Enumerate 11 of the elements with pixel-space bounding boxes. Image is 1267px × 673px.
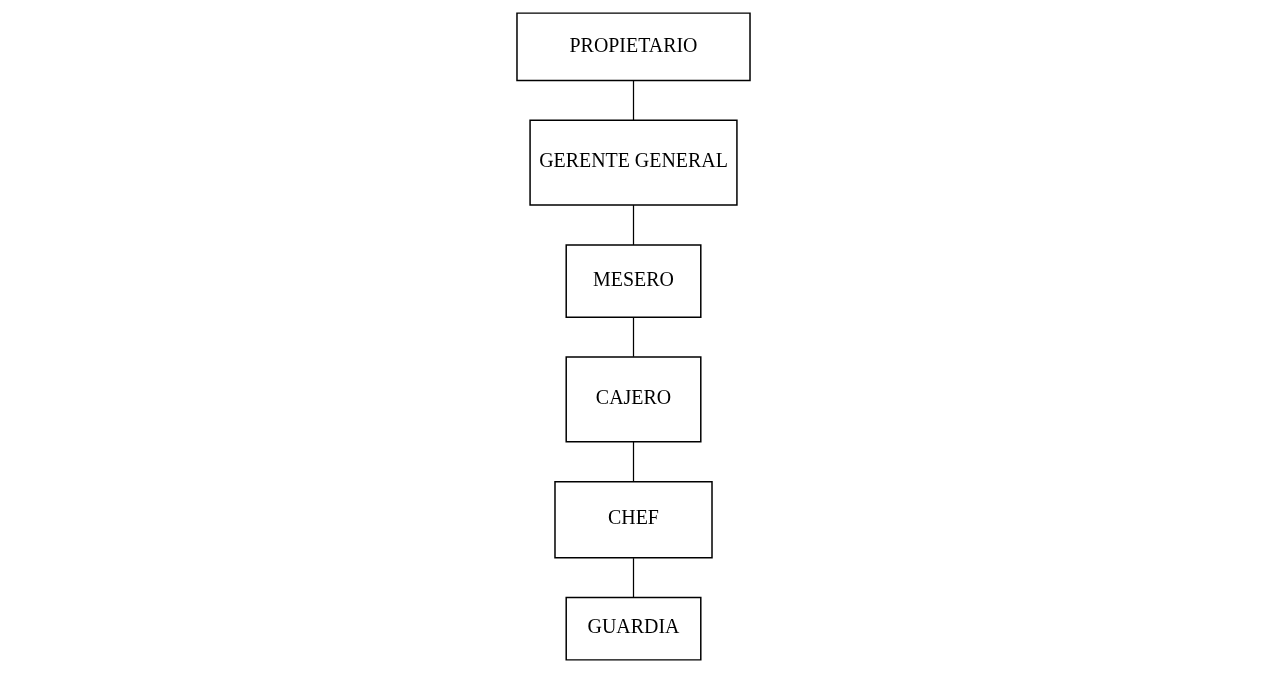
node-box: GERENTE GENERAL	[529, 119, 738, 206]
node-box: PROPIETARIO	[516, 12, 751, 82]
node-box: CHEF	[554, 480, 713, 559]
connector	[632, 80, 635, 121]
connector	[632, 557, 635, 599]
connector	[632, 441, 635, 483]
connector	[632, 316, 635, 358]
node-box: CAJERO	[565, 356, 702, 443]
node-box: MESERO	[565, 244, 702, 318]
node-box: GUARDIA	[565, 596, 702, 661]
connector	[632, 204, 635, 246]
